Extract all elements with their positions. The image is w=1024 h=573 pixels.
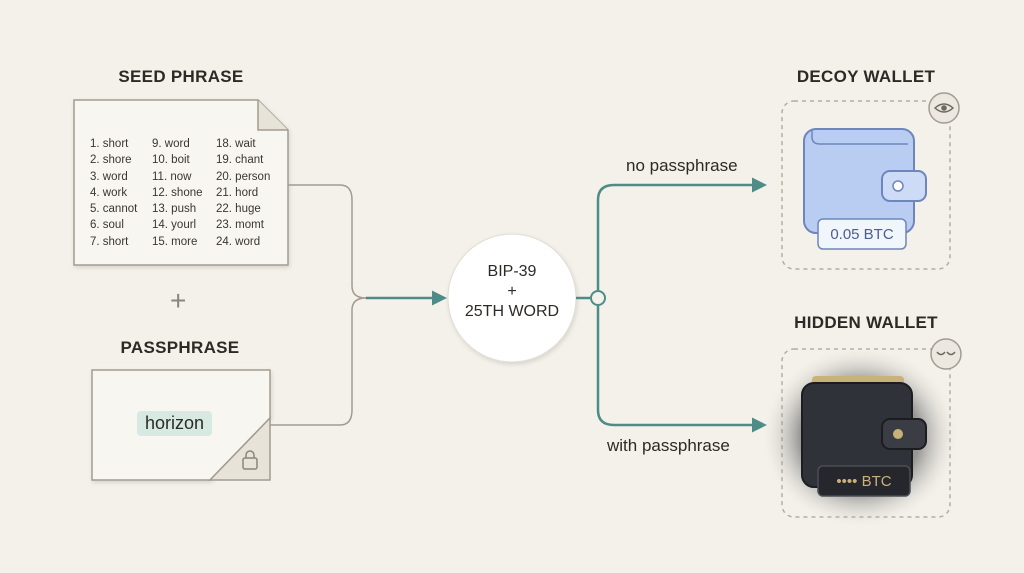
passphrase-value: horizon xyxy=(137,411,213,436)
eye-icon xyxy=(928,92,960,124)
closed-eye-icon xyxy=(930,338,962,370)
seed-word: 22. huge xyxy=(216,203,261,216)
engine-line-3: 25TH WORD xyxy=(464,303,560,320)
seed-word: 6. soul xyxy=(90,219,124,232)
hidden-wallet xyxy=(760,338,962,529)
plus-sign: + xyxy=(170,285,187,316)
seed-word: 7. short xyxy=(90,235,129,248)
engine-label: BIP-39 + 25TH WORD xyxy=(448,262,576,322)
decoy-balance: 0.05 BTC xyxy=(830,226,894,243)
seed-word: 23. momt xyxy=(216,219,264,232)
seed-word: 13. push xyxy=(152,203,197,216)
seed-word: 14. yourl xyxy=(152,219,197,232)
decoy-wallet-title: DECOY WALLET xyxy=(796,67,936,86)
seed-word: 5. cannot xyxy=(90,203,138,216)
seed-word: 2. shore xyxy=(90,154,132,167)
input-connectors xyxy=(270,184,367,426)
seed-word: 4. work xyxy=(90,186,128,199)
engine-line-2: + xyxy=(507,283,517,300)
branch-node xyxy=(590,290,606,306)
seed-word: 9. word xyxy=(152,138,190,150)
seed-word: 20. person xyxy=(216,170,271,183)
with-passphrase-label: with passphrase xyxy=(607,436,730,455)
seed-word: 1. short xyxy=(90,138,129,150)
hidden-wallet-title: HIDDEN WALLET xyxy=(794,313,938,332)
engine-line-1: BIP-39 xyxy=(487,263,537,280)
seed-word: 10. boit xyxy=(152,154,190,167)
passphrase-title: PASSPHRASE xyxy=(120,338,240,357)
seed-word: 11. now xyxy=(152,170,192,183)
seed-word: 15. more xyxy=(152,235,198,248)
output-branches xyxy=(576,177,767,433)
lock-icon xyxy=(242,450,258,470)
seed-word: 24. word xyxy=(216,235,261,248)
seed-phrase-title: SEED PHRASE xyxy=(118,67,244,86)
seed-word: 21. hord xyxy=(216,186,259,199)
seed-word: 18. wait xyxy=(216,138,256,150)
seed-phrase-document xyxy=(73,99,289,266)
hidden-balance: •••• BTC xyxy=(836,473,892,490)
no-passphrase-label: no passphrase xyxy=(626,156,738,175)
seed-word: 3. word xyxy=(90,170,128,183)
decoy-wallet xyxy=(781,92,960,270)
seed-word-list: 1. short 2. shore 3. word 4. work 5. can… xyxy=(90,136,280,250)
seed-word: 19. chant xyxy=(216,154,264,167)
seed-word: 12. shone xyxy=(152,186,203,199)
